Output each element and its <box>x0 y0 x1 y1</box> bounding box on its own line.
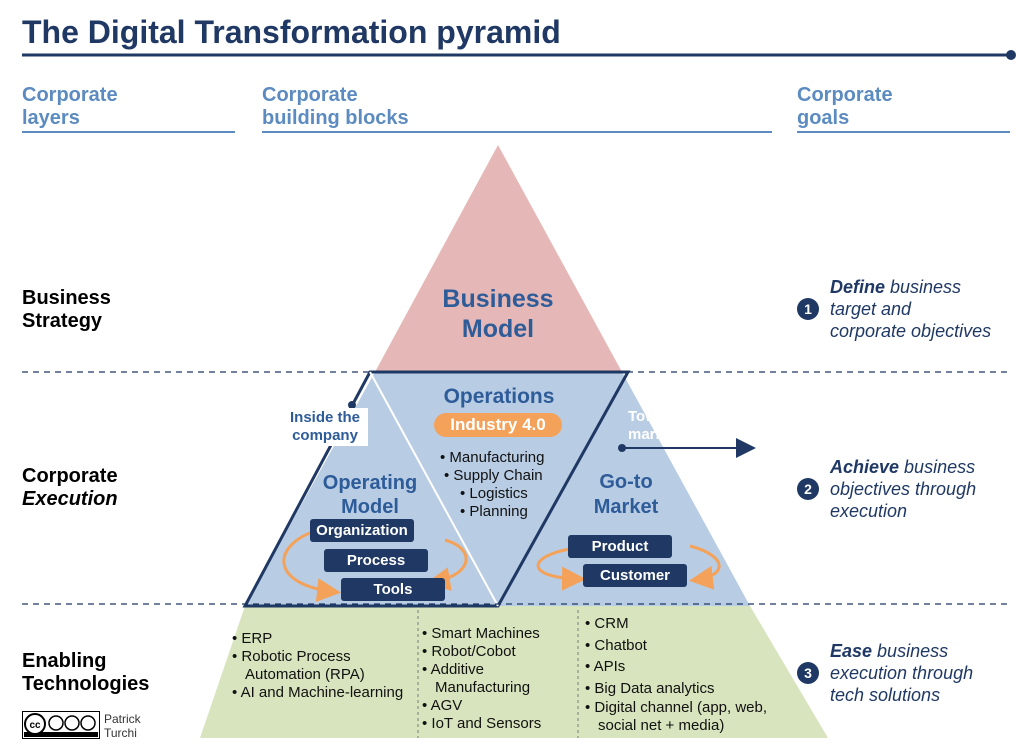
tech-list-left: • ERP • Robotic Process Automation (RPA)… <box>232 630 404 702</box>
list-item: • ERP <box>232 630 273 647</box>
list-item: • APIs <box>585 658 626 675</box>
list-item: • AI and Machine-learning <box>232 684 404 701</box>
column-header-goals: Corporate goals <box>797 84 893 130</box>
license-author-line2: Turchi <box>104 726 137 740</box>
business-model-line2: Model <box>461 315 535 343</box>
list-item: • Additive Manufacturing <box>422 661 531 696</box>
list-item: • AGV <box>422 697 463 714</box>
operations-title: Operations <box>443 385 555 408</box>
row-label-strategy: Business Strategy <box>22 287 111 333</box>
column-header-layers-line1: Corporate <box>22 84 118 106</box>
operations-item: • Supply Chain <box>444 467 543 484</box>
operations-item: • Planning <box>460 503 528 520</box>
operating-model-title: Operating Model <box>305 471 435 519</box>
goal-1-text: Define business target and corporate obj… <box>830 277 992 341</box>
toward-market-line2: market <box>628 426 678 443</box>
row-label-strategy-line2: Strategy <box>22 310 103 332</box>
list-item: • Chatbot <box>585 636 647 654</box>
product-box: Product <box>568 535 672 558</box>
inside-pointer-dot <box>348 401 356 409</box>
list-item: • IoT and Sensors <box>422 715 542 732</box>
column-header-goals-line2: goals <box>797 107 850 129</box>
goal-1-keyword: Define <box>830 277 886 297</box>
goal-2-line2: objectives through <box>830 479 977 499</box>
column-header-layers-line2: layers <box>22 107 80 129</box>
tech-list-right: • CRM • Chatbot • APIs • Big Data analyt… <box>585 613 800 735</box>
business-model-line1: Business <box>442 285 554 313</box>
operations-item: • Manufacturing <box>440 449 545 466</box>
go-to-market-line1: Go-to <box>599 471 653 493</box>
goal-number-2: 2 <box>797 478 819 500</box>
toward-market-line1: Toward the <box>628 408 707 425</box>
row-label-execution-line2: Execution <box>22 488 118 510</box>
inside-company-line1: Inside the <box>289 409 360 426</box>
column-header-blocks-line2: building blocks <box>262 107 409 129</box>
goal-number-1: 1 <box>797 298 819 320</box>
gtm-cycle-right <box>689 544 721 590</box>
goal-1-line3: corporate objectives <box>830 321 992 341</box>
row-label-execution-line1: Corporate <box>22 465 118 487</box>
goal-3-line3: tech solutions <box>830 685 941 705</box>
column-header-layers: Corporate layers <box>22 84 118 130</box>
column-header-blocks-line1: Corporate <box>262 84 358 106</box>
goal-number-3: 3 <box>797 662 819 684</box>
tools-box: Tools <box>341 578 445 601</box>
goal-3-line2: execution through <box>830 663 974 683</box>
go-to-market-title: Go-to Market <box>576 470 676 520</box>
inside-company-line2: company <box>292 427 358 444</box>
operations-item: • Logistics <box>460 485 528 502</box>
operating-model-line1: Operating <box>322 472 418 494</box>
svg-text:cc: cc <box>29 720 41 731</box>
toward-market-label: Toward the market <box>628 408 707 444</box>
operating-model-line2: Model <box>341 496 399 518</box>
cc-license-icon: cc <box>22 711 100 739</box>
row-label-execution: Corporate Execution <box>22 465 118 511</box>
row-label-technologies: Enabling Technologies <box>22 650 149 696</box>
list-item: • Smart Machines <box>422 625 540 642</box>
list-item: • CRM <box>585 615 629 632</box>
list-item: • Big Data analytics <box>585 679 715 697</box>
column-header-goals-line1: Corporate <box>797 84 893 106</box>
license-author: Patrick Turchi <box>104 712 141 740</box>
goal-3-text: Ease business execution through tech sol… <box>830 641 974 705</box>
goal-2-text: Achieve business objectives through exec… <box>830 457 977 521</box>
license-author-line1: Patrick <box>104 712 141 726</box>
tech-list-middle: • Smart Machines • Robot/Cobot • Additiv… <box>422 625 572 733</box>
goal-2-keyword: Achieve <box>830 457 900 477</box>
organization-box: Organization <box>310 519 414 542</box>
title-underline-dot <box>1006 50 1016 60</box>
goal-3-keyword: Ease <box>830 641 873 661</box>
operating-cycle-left <box>282 528 341 602</box>
operating-divider <box>369 371 499 607</box>
process-box: Process <box>324 549 428 572</box>
goal-1-line2: target and <box>830 299 912 319</box>
row-label-technologies-line1: Enabling <box>22 650 107 672</box>
go-to-market-line2: Market <box>593 496 659 518</box>
row-label-technologies-line2: Technologies <box>22 673 150 695</box>
list-item: • Digital channel (app, web, social net … <box>585 699 768 734</box>
customer-box: Customer <box>583 564 687 587</box>
business-model-triangle <box>375 145 622 372</box>
industry-badge: Industry 4.0 <box>434 413 562 437</box>
list-item: • Robot/Cobot <box>422 643 516 660</box>
column-header-blocks: Corporate building blocks <box>262 84 409 130</box>
row-label-strategy-line1: Business <box>22 287 111 309</box>
gtm-cycle-left <box>536 546 586 591</box>
inside-company-callout: Inside the company <box>282 408 368 446</box>
goal-2-line3: execution <box>830 501 908 521</box>
technologies-band <box>200 606 828 738</box>
business-model-label: Business Model <box>408 284 588 344</box>
page-title: The Digital Transformation pyramid <box>22 14 561 50</box>
list-item: • Robotic Process Automation (RPA) <box>232 648 365 683</box>
